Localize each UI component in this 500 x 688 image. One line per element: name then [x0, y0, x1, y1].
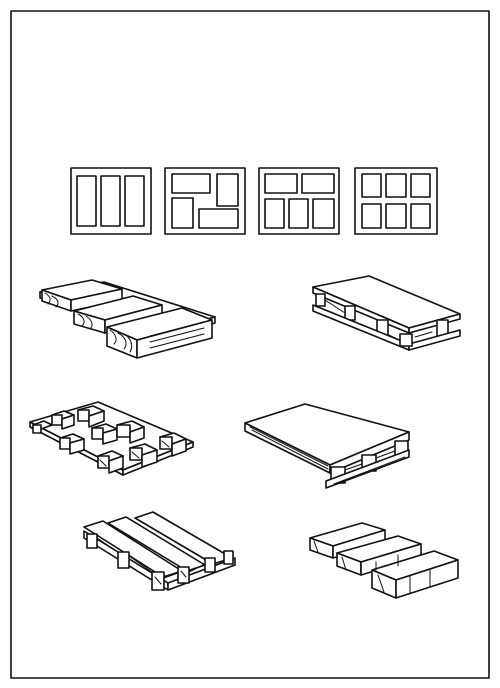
layout-pattern-three-by-two-grid — [354, 167, 438, 235]
pallet-stringer-open — [83, 511, 236, 591]
layout-pattern-pinwheel-panels — [164, 167, 246, 235]
layout-pattern-three-vertical-panels — [70, 167, 152, 235]
pallet-stringer-short — [309, 522, 459, 599]
pallet-solid-top-block — [244, 403, 410, 489]
pallet-double-deck-block — [312, 275, 461, 351]
pallet-three-runner-skid — [39, 279, 216, 359]
pallet-nine-block-base — [29, 401, 194, 476]
page-border — [10, 10, 490, 679]
layout-pattern-two-over-three-panels — [258, 167, 340, 235]
